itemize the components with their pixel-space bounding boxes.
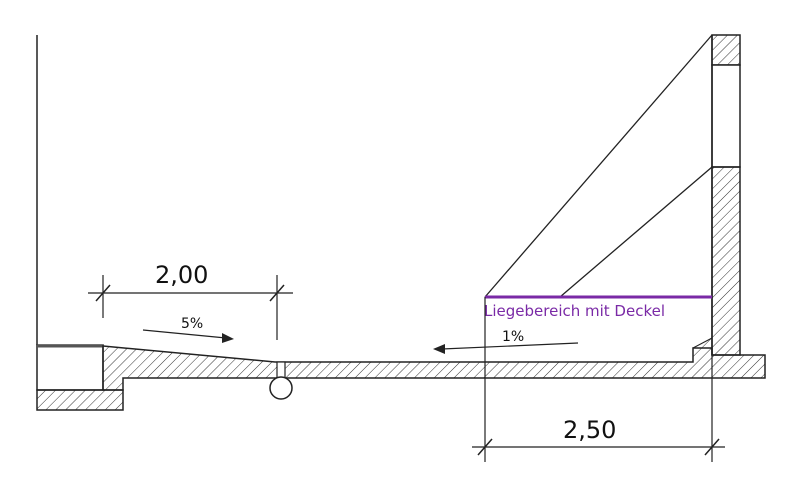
left-base-slab (36, 389, 124, 411)
slope-arrow-right (433, 342, 579, 354)
slope-left-label: 5% (181, 316, 203, 332)
dim-right-tick-left (477, 438, 493, 456)
corner-fillet (692, 337, 713, 349)
dim-left-tick-right (269, 284, 285, 302)
slope-arrow-left (142, 329, 234, 343)
dim-left-value: 2,00 (155, 261, 208, 289)
floor-slab (102, 345, 766, 391)
drain-icon (269, 361, 293, 400)
dim-right-value: 2,50 (563, 416, 616, 444)
lid-diagonal-lower (559, 166, 713, 298)
right-wall-top (711, 34, 741, 66)
left-step-block (36, 344, 104, 391)
right-wall-lower (711, 166, 741, 356)
lid-label: Liegebereich mit Deckel (484, 302, 665, 320)
dim-left-tick-left (95, 284, 111, 302)
slope-right-label: 1% (502, 329, 524, 345)
dim-right-tick-right (704, 438, 720, 456)
right-wall-opening (711, 64, 741, 168)
lid-diagonal-upper (484, 34, 713, 298)
